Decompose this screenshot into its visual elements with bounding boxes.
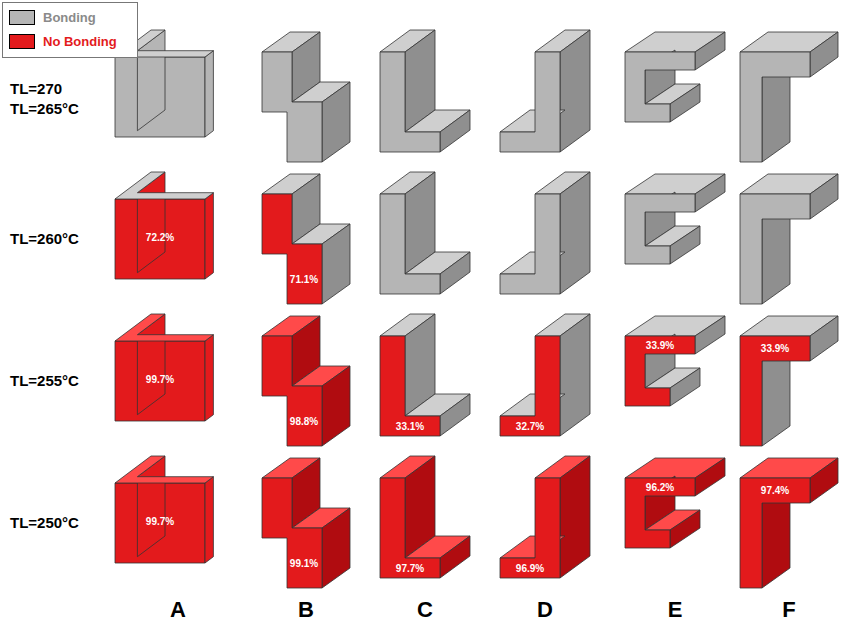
block-profile (625, 478, 695, 548)
block-face (670, 84, 700, 122)
block-face (670, 510, 700, 548)
temperature-label: TL=270 (10, 80, 62, 97)
block-face (810, 316, 838, 361)
block-face (810, 458, 838, 503)
block-face (560, 314, 590, 436)
legend-swatch (9, 10, 35, 25)
block-face (205, 477, 213, 563)
block-profile (625, 194, 695, 264)
block-profile (262, 336, 322, 446)
block-face (440, 394, 470, 436)
block-face (205, 335, 213, 421)
block-profile (262, 478, 322, 588)
percent-label: 33.9% (646, 340, 674, 351)
column-letter: A (170, 597, 186, 623)
percent-label: 33.9% (761, 343, 789, 354)
block-profile (115, 314, 213, 341)
block-profile (500, 478, 560, 578)
block-face (695, 32, 725, 70)
column-letter: D (537, 597, 553, 623)
block-face (560, 456, 590, 578)
legend-text: No Bonding (43, 32, 117, 52)
legend-row: No Bonding (9, 32, 117, 52)
column-letter: B (298, 597, 314, 623)
block-face (670, 368, 700, 406)
column-letter: E (668, 597, 683, 623)
block-face (695, 458, 725, 496)
block-profile (625, 336, 695, 406)
block-face (560, 30, 590, 152)
column-letter: C (417, 597, 433, 623)
temperature-label: TL=265°C (10, 100, 79, 117)
block-face (440, 536, 470, 578)
block-profile (380, 478, 440, 578)
temperature-label: TL=260°C (10, 230, 79, 247)
block-face (440, 110, 470, 152)
block-face (695, 174, 725, 212)
block-profile (740, 336, 810, 446)
block-face (810, 174, 838, 219)
block-profile (740, 478, 810, 588)
block-profile (115, 456, 213, 483)
temperature-label: TL=250°C (10, 514, 79, 531)
legend-text: Bonding (43, 8, 96, 28)
column-letter: F (782, 597, 795, 623)
percent-label: 33.1% (396, 421, 424, 432)
percent-label: 98.8% (290, 416, 318, 427)
block-profile (500, 52, 560, 152)
percent-label: 71.1% (290, 274, 318, 285)
block-face (810, 32, 838, 77)
block-face (440, 252, 470, 294)
percent-label: 96.9% (516, 563, 544, 574)
percent-label: 72.2% (146, 232, 174, 243)
block-profile (740, 52, 810, 162)
block-profile (115, 172, 213, 199)
percent-label: 97.4% (761, 485, 789, 496)
legend-swatch (9, 34, 35, 49)
percent-label: 99.1% (290, 558, 318, 569)
percent-label: 32.7% (516, 421, 544, 432)
block-profile (740, 194, 810, 304)
percent-label: 99.7% (146, 374, 174, 385)
block-profile (380, 336, 440, 436)
block-profile (380, 52, 440, 152)
block-face (205, 51, 213, 137)
block-profile (262, 194, 322, 304)
percent-label: 96.2% (646, 482, 674, 493)
block-profile (500, 336, 560, 436)
percent-label: 99.7% (146, 516, 174, 527)
legend-row: Bonding (9, 8, 96, 28)
percent-label: 97.7% (396, 563, 424, 574)
block-profile (500, 194, 560, 294)
block-face (322, 82, 350, 162)
block-face (695, 316, 725, 354)
block-profile (380, 194, 440, 294)
block-profile (262, 52, 322, 162)
block-profile (625, 52, 695, 122)
temperature-label: TL=255°C (10, 372, 79, 389)
legend-box: Bonding No Bonding (2, 2, 138, 58)
block-face (205, 193, 213, 279)
block-face (322, 366, 350, 446)
block-face (322, 224, 350, 304)
block-face (670, 226, 700, 264)
block-face (322, 508, 350, 588)
block-face (560, 172, 590, 294)
